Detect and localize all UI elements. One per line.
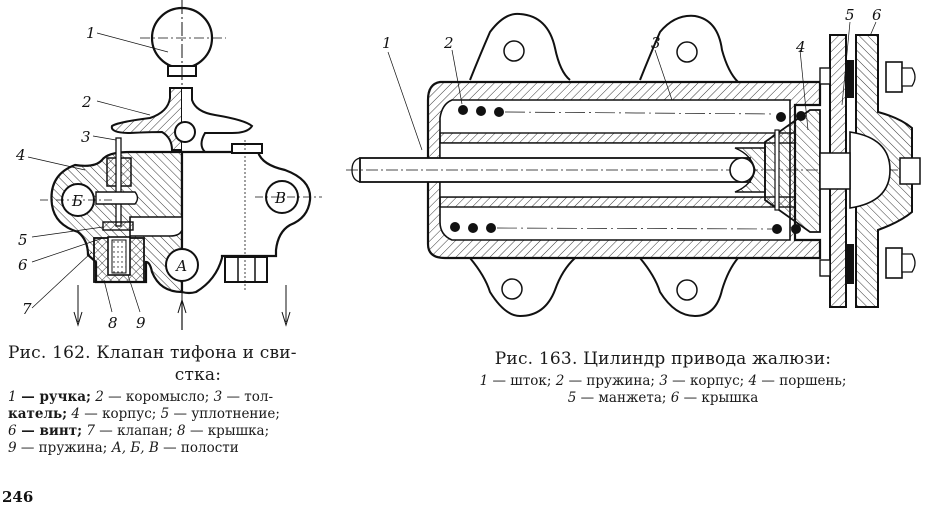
part-label-1: 1 — [86, 24, 96, 42]
legend-text: — коромысло; — [103, 389, 210, 405]
figure-162-legend: 1 — ручка; 2 — коромысло; 3 — тол-катель… — [8, 389, 388, 457]
rocker-arm — [110, 87, 254, 153]
legend-number: 9 — [8, 440, 17, 456]
leader-lines-163 — [387, 21, 877, 151]
legend-number: 1 — [8, 389, 17, 405]
legend-text: — корпус; — [667, 373, 745, 389]
legend-text: — ручка; — [16, 389, 91, 405]
part-label-2: 2 — [443, 34, 454, 52]
springs — [450, 105, 806, 234]
cavities: Б В А — [40, 180, 322, 282]
legend-number: 6 — [8, 423, 17, 439]
legend-text: — шток; — [488, 373, 552, 389]
page-number: 246 — [2, 488, 34, 506]
legend-text: — полости — [158, 440, 239, 456]
legend-number: 1 — [479, 373, 489, 389]
legend-text: — манжета; — [576, 390, 667, 406]
legend-number: 3 — [654, 373, 668, 389]
figure-162-caption-line2: стка: — [174, 365, 222, 385]
legend-text: — клапан; — [95, 423, 173, 439]
legend-line: катель; 4 — корпус; 5 — уплотнение; — [8, 406, 388, 423]
part-labels-162: 1 2 3 4 5 6 7 8 9 — [15, 24, 146, 332]
legend-number: А, Б, В — [107, 440, 159, 456]
rod — [346, 157, 920, 183]
figure-162-caption-line1: Рис. 162. Клапан тифона и сви- — [8, 343, 297, 363]
part-label-4: 4 — [795, 38, 806, 56]
cavity-label-a: А — [175, 257, 187, 275]
part-label-6: 6 — [18, 256, 28, 274]
part-label-3: 3 — [81, 128, 91, 146]
legend-number: 4 — [67, 406, 81, 422]
part-label-6: 6 — [872, 6, 882, 24]
legend-text: катель; — [8, 406, 68, 422]
part-label-3: 3 — [651, 34, 661, 52]
part-label-2: 2 — [81, 93, 92, 111]
figure-163-legend: 1 — шток; 2 — пружина; 3 — корпус; 4 — п… — [390, 373, 936, 407]
legend-text: — поршень; — [757, 373, 847, 389]
flow-arrows — [73, 285, 291, 330]
legend-line: 5 — манжета; 6 — крышка — [390, 390, 936, 407]
end-cover — [819, 34, 921, 308]
cavity-label-b: Б — [71, 192, 83, 210]
legend-text: — пружина; — [564, 373, 655, 389]
part-labels-163: 1 2 3 4 5 6 — [382, 6, 882, 56]
legend-number: 2 — [551, 373, 565, 389]
figure-163-caption-title: Рис. 163. Цилиндр привода жалюзи: — [494, 349, 832, 369]
legend-text: — винт; — [16, 423, 83, 439]
legend-number: 7 — [82, 423, 96, 439]
legend-number: 5 — [156, 406, 170, 422]
legend-text: — крышка; — [185, 423, 270, 439]
cavity-label-v: В — [274, 189, 286, 207]
legend-number: 8 — [172, 423, 186, 439]
legend-line: 1 — ручка; 2 — коромысло; 3 — тол- — [8, 389, 388, 406]
piston — [729, 109, 821, 233]
leader-lines-162 — [27, 32, 169, 313]
part-label-5: 5 — [845, 6, 855, 24]
legend-number: 6 — [666, 390, 680, 406]
legend-number: 3 — [209, 389, 223, 405]
legend-line: 6 — винт; 7 — клапан; 8 — крышка; — [8, 423, 388, 440]
legend-number: 2 — [90, 389, 104, 405]
part-label-9: 9 — [136, 314, 146, 332]
part-label-7: 7 — [22, 300, 32, 318]
legend-number: 5 — [567, 390, 577, 406]
legend-line: 9 — пружина; А, Б, В — полости — [8, 440, 388, 457]
part-label-5: 5 — [18, 231, 28, 249]
mounting-lugs — [469, 12, 739, 318]
figure-162-caption: Рис. 162. Клапан тифона и сви- стка: 1 —… — [8, 343, 388, 457]
legend-text: — корпус; — [80, 406, 157, 422]
legend-text: — пружина; — [16, 440, 108, 456]
figure-163-caption: Рис. 163. Цилиндр привода жалюзи: 1 — шт… — [390, 349, 936, 407]
part-label-8: 8 — [108, 314, 118, 332]
legend-text: — уплотнение; — [169, 406, 280, 422]
legend-text: — тол- — [222, 389, 274, 405]
legend-line: 1 — шток; 2 — пружина; 3 — корпус; 4 — п… — [390, 373, 936, 390]
legend-number: 4 — [744, 373, 758, 389]
legend-text: — крышка — [679, 390, 759, 406]
part-label-4: 4 — [15, 146, 26, 164]
part-label-1: 1 — [382, 34, 392, 52]
